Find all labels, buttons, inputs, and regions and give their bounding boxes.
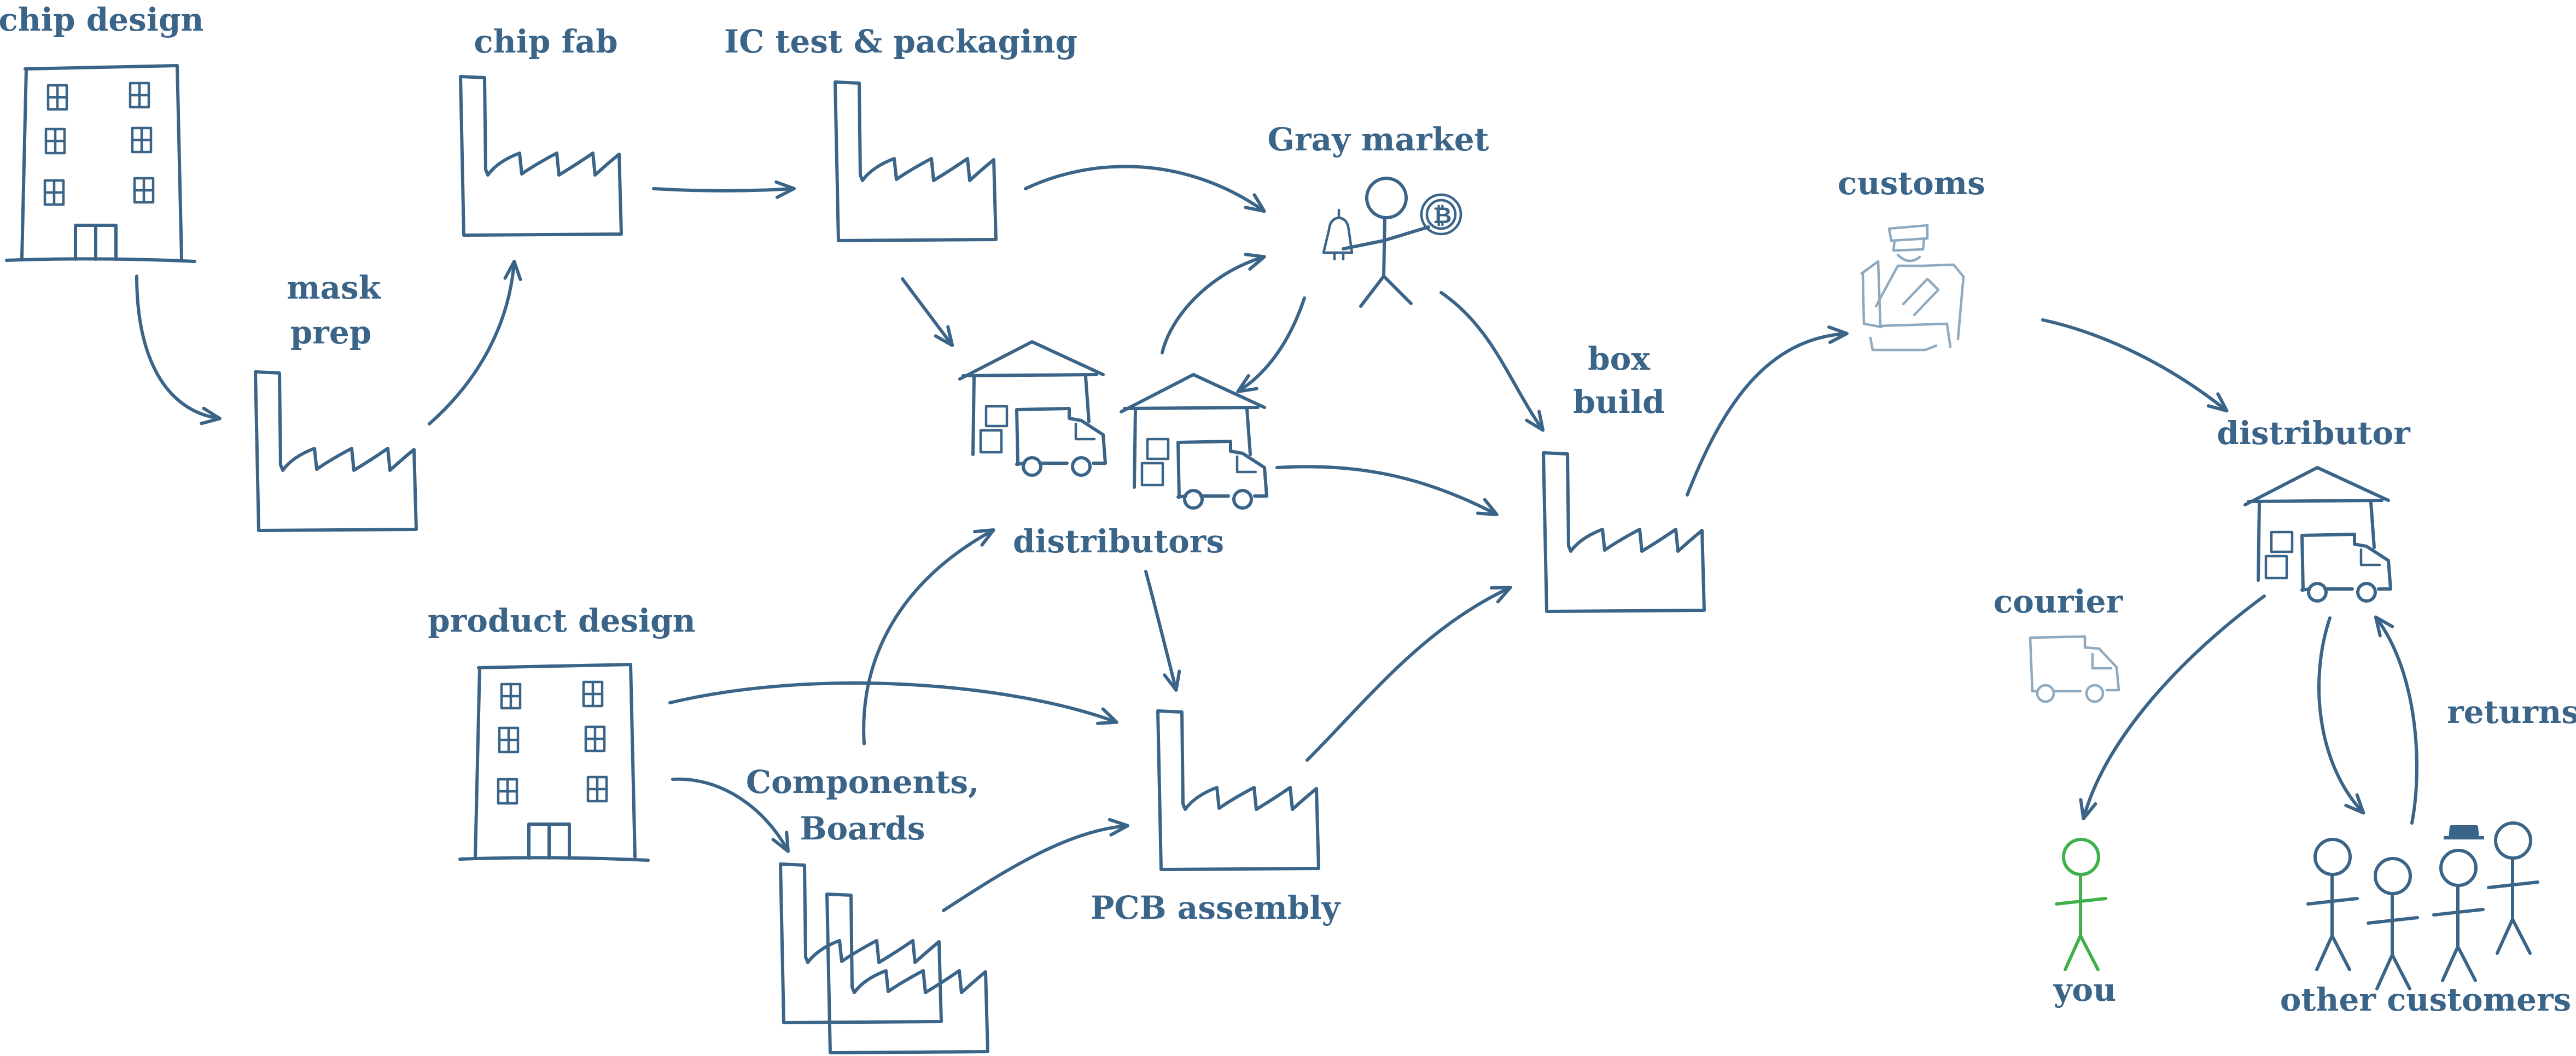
box-build-label-line1: box <box>1588 340 1650 377</box>
pcb-assembly-label: PCB assembly <box>1091 889 1342 926</box>
customs-officer-icon <box>1860 224 1965 352</box>
chip-design-building-icon <box>7 66 195 261</box>
courier-label: courier <box>1994 583 2124 620</box>
you-label: you <box>2053 971 2117 1008</box>
distributor-label: distributor <box>2217 415 2411 452</box>
components-factory-icon <box>780 864 941 1023</box>
svg-text:₿: ₿ <box>1433 202 1452 229</box>
distributors-label: distributors <box>1013 523 1224 560</box>
chip-fab-factory-icon <box>461 77 621 235</box>
chip-design-label: chip design <box>0 1 204 38</box>
gray-market-label: Gray market <box>1268 121 1489 158</box>
distributor-warehouse-icon <box>2245 468 2391 601</box>
chip-fab-label: chip fab <box>474 23 617 60</box>
customs-label: customs <box>1838 165 1985 202</box>
ic-test-factory-icon <box>835 82 996 241</box>
other-customers-group-icon <box>2308 823 2538 989</box>
mask-prep-factory-icon <box>255 372 416 530</box>
gray-market-figure-icon: ₿ <box>1322 177 1462 308</box>
ic-test-packaging-label: IC test & packaging <box>724 23 1077 60</box>
other-customers-label: other customers <box>2280 981 2571 1018</box>
pcb-assembly-factory-icon <box>1158 711 1319 870</box>
product-design-label: product design <box>428 602 696 639</box>
box-build-label-line2: build <box>1573 383 1664 421</box>
distributors-warehouse-icon <box>960 342 1105 475</box>
mask-prep-label-line1: mask <box>287 269 382 306</box>
components-label-line2: Boards <box>800 810 925 847</box>
mask-prep-label-line2: prep <box>290 314 372 351</box>
you-person-icon <box>2056 839 2106 970</box>
hat-icon <box>2444 825 2484 839</box>
product-design-building-icon <box>460 664 648 860</box>
returns-label: returns <box>2447 693 2576 731</box>
courier-truck-icon <box>2029 635 2120 703</box>
boards-factory-icon <box>827 894 988 1053</box>
arrows <box>135 165 2418 912</box>
components-label-line1: Components, <box>746 763 979 801</box>
distributors-warehouse-icon-2 <box>1121 375 1267 508</box>
box-build-factory-icon <box>1543 453 1704 611</box>
